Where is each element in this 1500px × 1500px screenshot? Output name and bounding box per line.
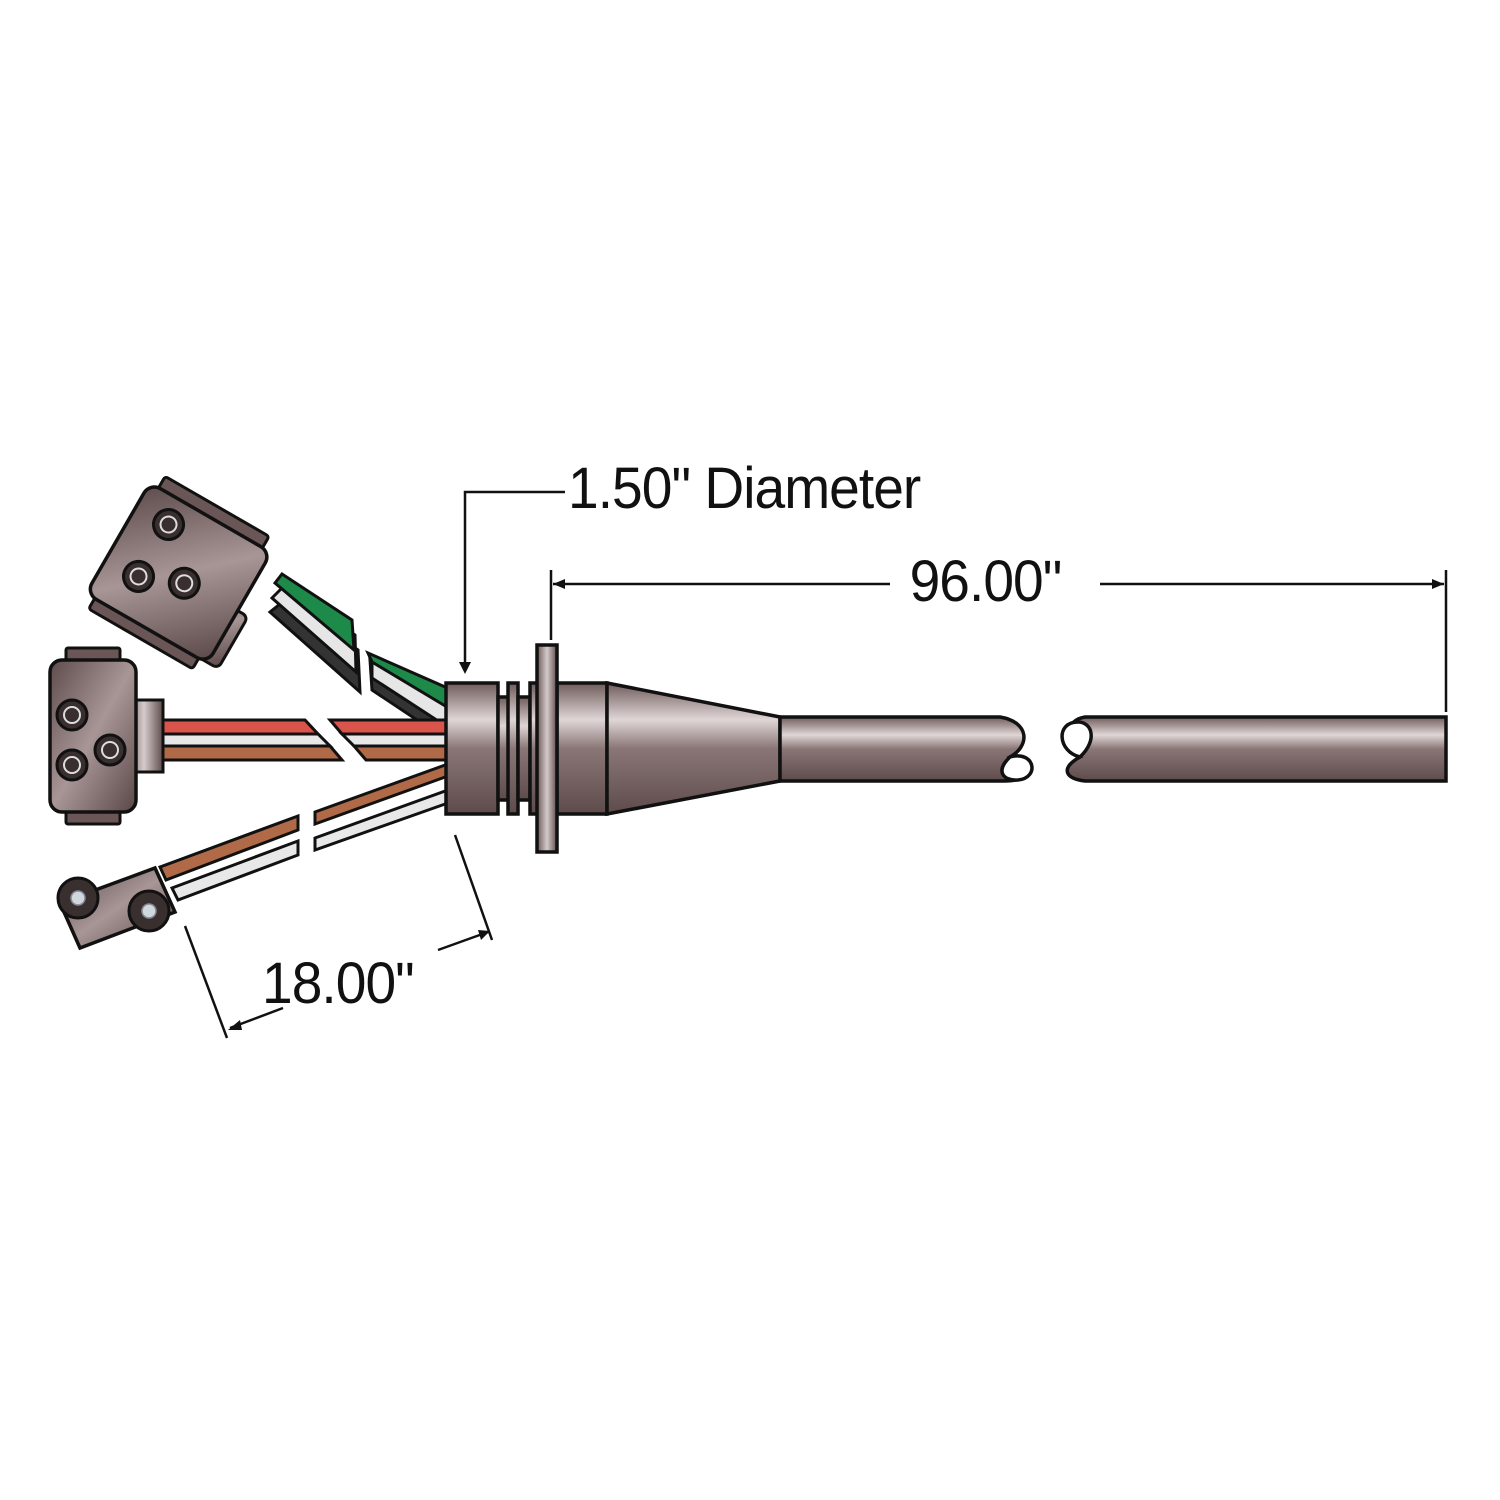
middle-wire-bundle xyxy=(158,718,452,762)
lead-arrowhead-left-icon xyxy=(228,1020,242,1030)
pin-socket-icon xyxy=(167,566,201,600)
upper-connector xyxy=(88,475,270,670)
main-cable xyxy=(778,715,1448,783)
pin-socket-icon xyxy=(152,508,186,542)
grommet-fitting xyxy=(444,643,782,854)
lead-arrowhead-right-icon xyxy=(478,930,490,940)
diameter-leader xyxy=(463,490,565,668)
diameter-arrowhead-icon xyxy=(459,662,471,674)
length-arrowhead-right-icon xyxy=(1432,579,1444,589)
length-arrowhead-left-icon xyxy=(553,579,565,589)
pin-socket-icon xyxy=(55,698,89,732)
middle-connector xyxy=(48,646,165,826)
cable-length-label: 96.00" xyxy=(902,553,1069,611)
lower-wire-bundle xyxy=(157,761,450,902)
pin-socket-icon xyxy=(93,733,127,767)
pin-socket-icon xyxy=(55,748,89,782)
lower-connector xyxy=(56,865,178,951)
pin-socket-icon xyxy=(122,559,156,593)
diameter-label: 1.50" Diameter xyxy=(568,456,921,521)
lead-length-label: 18.00" xyxy=(262,951,415,1016)
upper-wire-bundle xyxy=(267,571,454,745)
length-dimension-line xyxy=(549,570,1448,712)
